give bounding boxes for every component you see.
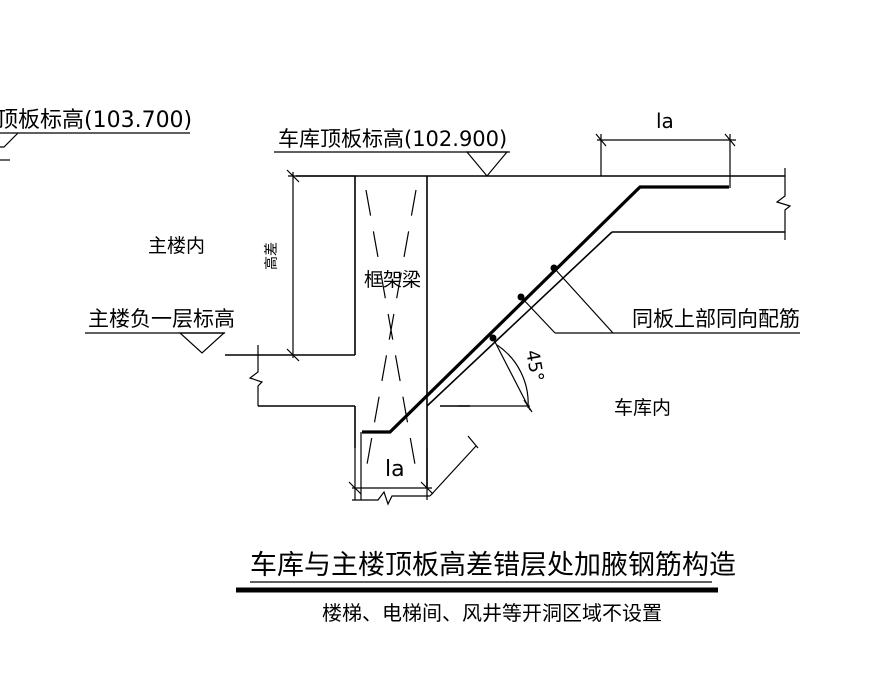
height-diff-label: 高差 bbox=[263, 242, 280, 270]
frame-beam-stirrup-lines bbox=[365, 189, 417, 471]
garage-interior-label: 车库内 bbox=[614, 397, 671, 419]
frame-beam-label: 框架梁 bbox=[364, 269, 421, 291]
caption-title: 车库与主楼顶板高差错层处加腋钢筋构造 bbox=[250, 550, 736, 581]
caption: 车库与主楼顶板高差错层处加腋钢筋构造 楼梯、电梯间、风井等开洞区域不设置 bbox=[236, 550, 736, 625]
height-diff-dimension: 高差 bbox=[263, 169, 356, 362]
main-b1-elevation-mark: 主楼负一层标高 bbox=[85, 307, 235, 354]
garage-roof-elevation-label: 车库顶板标高(102.900) bbox=[278, 127, 507, 151]
bottom-anchor-dimension: la bbox=[348, 432, 479, 506]
bottom-anchor-label: la bbox=[385, 457, 405, 482]
caption-subtitle: 楼梯、电梯间、风井等开洞区域不设置 bbox=[322, 601, 662, 625]
main-roof-elevation-mark: 顶板标高(103.700) bbox=[0, 108, 192, 161]
main-roof-elevation-label: 顶板标高(103.700) bbox=[0, 108, 192, 133]
angle-label: 45° bbox=[521, 348, 547, 383]
concrete-outline bbox=[225, 168, 792, 488]
same-slab-rebar-label: 同板上部同向配筋 bbox=[632, 307, 800, 331]
top-anchor-label: la bbox=[656, 109, 674, 133]
angle-dimension: 45° bbox=[458, 337, 547, 413]
main-b1-elevation-label: 主楼负一层标高 bbox=[88, 307, 235, 331]
garage-roof-elevation-mark: 车库顶板标高(102.900) bbox=[274, 127, 510, 177]
main-interior-label: 主楼内 bbox=[148, 235, 205, 257]
top-anchor-dimension: la bbox=[595, 109, 736, 188]
same-slab-rebar-leader: 同板上部同向配筋 bbox=[520, 267, 800, 334]
